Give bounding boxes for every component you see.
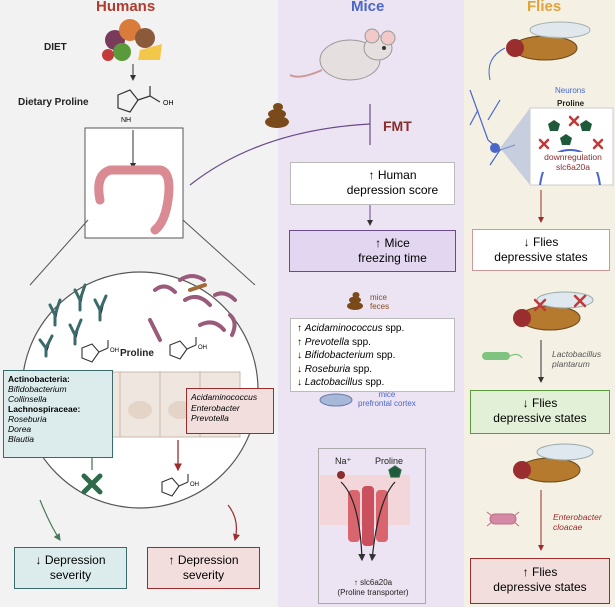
taxa-row-2: ↑ Prevotella spp. [297, 336, 371, 348]
depression-down-box: ↓ Depression severity [14, 547, 127, 589]
dep3-line1: ↑ Flies [522, 565, 558, 579]
lacto-line2: plantarum [552, 359, 590, 369]
taxa-row-4: ↓ Roseburia spp. [297, 363, 373, 375]
brain-icon [319, 393, 353, 407]
diet-label: DIET [44, 42, 67, 53]
mice-feces-label: mice feces [370, 293, 389, 311]
entero-line2: cloacae [553, 522, 583, 532]
freezing-line2: freezing time [358, 251, 427, 265]
downregulation-label: downregulation slc6a20a [534, 152, 612, 172]
food-icon [102, 19, 162, 61]
enterobacter-label: Enterobacter [191, 402, 240, 413]
dorea-label: Dorea [8, 424, 32, 434]
downreg-line1: downregulation [544, 152, 602, 162]
lactobacillus-label: Lactobacillus plantarum [552, 349, 601, 369]
dietary-proline-label: Dietary Proline [18, 97, 89, 108]
downreg-line2: slc6a20a [555, 162, 591, 172]
flies-proline-label: Proline [557, 99, 585, 108]
taxa-row-3: ↓ Bifidobacterium spp. [297, 350, 396, 361]
flies-depressive-box-1: ↓ Flies depressive states [472, 229, 610, 271]
pfc-line1: mice [378, 390, 396, 399]
depression-down-line2: severity [49, 568, 92, 582]
beneficial-bacteria-box: Actinobacteria: Bifidobacterium Collinse… [3, 370, 113, 458]
flies-depressive-box-3: ↑ Flies depressive states [470, 558, 610, 604]
enterobacter-icon [486, 511, 520, 527]
proline-molecule-icon [117, 86, 161, 113]
taxa-row-1: ↑ Acidaminococcus spp. [297, 323, 405, 334]
svg-text:NH: NH [121, 117, 131, 124]
transporter-line2: (Proline transporter) [337, 588, 409, 597]
depression-up-line2: severity [182, 568, 225, 582]
pfc-label: mice prefrontal cortex [358, 390, 416, 408]
sodium-label: Na⁺ [335, 456, 352, 466]
flies-header: Flies [527, 0, 562, 15]
acidaminococcus-label: Acidaminococcus [191, 392, 258, 402]
svg-text:OH: OH [198, 345, 207, 351]
bacteria-icon [38, 283, 108, 358]
feces-line1: mice [370, 293, 387, 302]
dep1-line1: ↓ Flies [523, 235, 559, 249]
dep2-line1: ↓ Flies [522, 396, 558, 410]
depression-up-line1: ↑ Depression [168, 553, 239, 567]
fly-icon-2 [513, 291, 594, 331]
lactobacillus-icon [482, 352, 510, 360]
depression-score-line2: depression score [346, 183, 439, 197]
roseburia-label: Roseburia [8, 414, 47, 424]
proline-label: Proline [120, 348, 154, 359]
intestine-icon [94, 165, 174, 235]
fly-icon [506, 21, 591, 61]
mouse-icon [289, 28, 396, 81]
depression-score-line1: ↑ Human [368, 168, 417, 182]
lacto-line1: Lactobacillus [552, 349, 602, 359]
harmful-bacteria-box: Acidaminococcus Enterobacter Prevotella [186, 388, 274, 434]
depression-down-line1: ↓ Depression [35, 553, 106, 567]
lachnospiraceae-label: Lachnospiraceae: [8, 404, 81, 414]
fmt-label: FMT [383, 118, 412, 134]
taxa-row-5: ↓ Lactobacillus spp. [297, 377, 385, 388]
mice-proline-label: Proline [375, 456, 404, 466]
entero-line1: Enterobacter [553, 512, 602, 522]
dep1-line2: depressive states [494, 250, 588, 264]
transporter-icon [320, 475, 410, 546]
freezing-line1: ↑ Mice [375, 236, 410, 250]
flies-depressive-box-2: ↓ Flies depressive states [470, 390, 610, 434]
dep2-line2: depressive states [493, 411, 587, 425]
fly-icon-3 [513, 443, 594, 483]
transporter-label: ↑ slc6a20a (Proline transporter) [325, 578, 421, 598]
enterobacter-cloacae-label: Enterobacter cloacae [553, 512, 602, 532]
human-depression-score-box: ↑ Human depression score [290, 162, 455, 205]
depression-up-box: ↑ Depression severity [147, 547, 260, 589]
block-x-icon [81, 473, 103, 495]
pfc-line2: prefrontal cortex [358, 399, 416, 408]
prevotella-label: Prevotella [191, 413, 229, 423]
transporter-panel [318, 448, 426, 604]
mice-header: Mice [351, 0, 385, 15]
neurons-label: Neurons [555, 86, 586, 95]
svg-text:OH: OH [110, 348, 119, 354]
bifidobacterium-label: Bifidobacterium [8, 384, 67, 394]
mice-freezing-box: ↑ Mice freezing time [289, 230, 456, 272]
svg-text:OH: OH [163, 100, 174, 107]
dep3-line2: depressive states [493, 580, 587, 594]
actinobacteria-label: Actinobacteria: [8, 374, 70, 384]
mice-taxa-box: ↑ Acidaminococcus spp. ↑ Prevotella spp.… [290, 318, 455, 392]
blautia-label: Blautia [8, 434, 34, 444]
feces-icon [265, 103, 289, 128]
feces-line2: feces [370, 302, 390, 311]
svg-text:OH: OH [190, 482, 199, 488]
collinsella-label: Collinsella [8, 394, 47, 404]
humans-header: Humans [96, 0, 156, 15]
transporter-line1: ↑ slc6a20a [353, 578, 393, 587]
feces-small-icon [347, 292, 363, 310]
